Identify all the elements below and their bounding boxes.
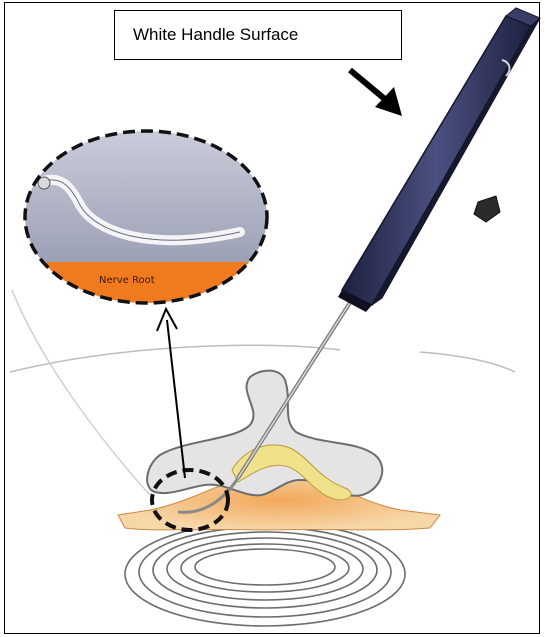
handle-callout-text: White Handle Surface	[133, 25, 298, 45]
skin-line-left	[10, 345, 340, 372]
body-outline-curve	[12, 290, 150, 495]
intervertebral-disc	[125, 522, 405, 626]
callout-arrow	[350, 70, 402, 116]
handle-button	[474, 196, 500, 222]
handle-callout-label: White Handle Surface	[114, 10, 402, 60]
skin-line-right	[420, 352, 515, 372]
nerve-root-label: Nerve Root	[99, 275, 155, 286]
zoom-inset: Nerve Root	[20, 131, 280, 312]
